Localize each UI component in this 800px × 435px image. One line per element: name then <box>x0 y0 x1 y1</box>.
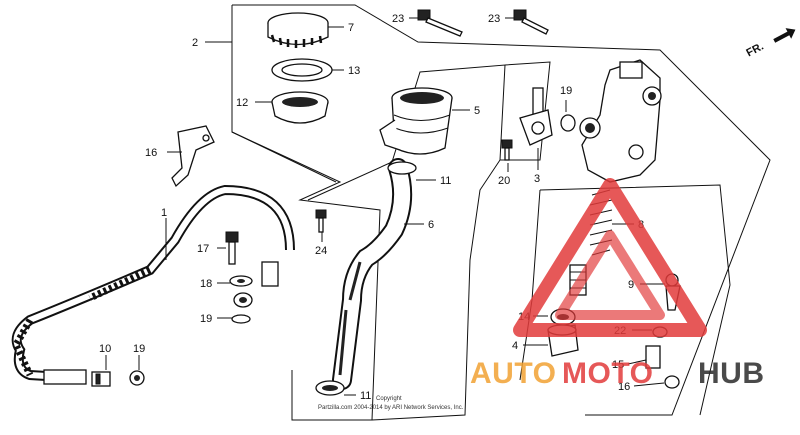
reservoir-hose <box>315 158 417 396</box>
leader-lines <box>105 17 665 396</box>
sealing-washer-upper <box>229 275 253 287</box>
front-direction-indicator: FR. <box>744 28 796 60</box>
arrow-icon <box>773 28 796 43</box>
reservoir-diaphragm <box>271 91 329 124</box>
label-18: 17 <box>197 243 209 255</box>
joint-15 <box>645 345 661 369</box>
reservoir-cap <box>267 12 329 48</box>
label-13: 13 <box>348 65 360 77</box>
label-21: 20 <box>498 175 510 187</box>
label-23-right: 23 <box>488 13 500 25</box>
watermark: AUTO MOTO HUB <box>470 178 765 390</box>
banjo-bolt <box>225 231 239 265</box>
copyright-line: Partzilla.com 2004-2014 by ARI Network S… <box>318 405 464 411</box>
label-19-lower: 19 <box>200 313 212 325</box>
brake-hose <box>11 184 295 385</box>
label-19-upper: 18 <box>200 278 212 290</box>
screw-24 <box>315 209 327 233</box>
label-7: 7 <box>348 22 354 34</box>
copyright-label: Copyright <box>376 396 402 402</box>
reservoir-plate <box>271 58 333 82</box>
sealing-washer-lower <box>231 314 251 324</box>
label-11-top: 11 <box>440 175 451 187</box>
copyright-block: Copyright Partzilla.com 2004-2014 by ARI… <box>318 396 464 411</box>
screw-21 <box>501 139 513 161</box>
label-1: 1 <box>161 207 167 219</box>
direction-label: FR. <box>744 41 765 60</box>
label-6: 6 <box>428 219 434 231</box>
label-23-left: 23 <box>392 13 404 25</box>
label-17: 16 <box>145 147 157 159</box>
label-3: 3 <box>534 173 540 185</box>
label-24: 24 <box>315 245 327 257</box>
reservoir <box>379 87 453 155</box>
label-10: 10 <box>99 343 111 355</box>
label-4: 4 <box>512 340 518 352</box>
watermark-triangle-icon <box>513 178 707 337</box>
master-cylinder <box>579 59 662 183</box>
label-16: 16 <box>618 381 630 393</box>
bolt-23-right <box>513 9 549 35</box>
label-2: 2 <box>192 37 198 49</box>
label-12: 12 <box>236 97 248 109</box>
nut-16 <box>664 375 680 389</box>
o-ring-20 <box>560 114 576 132</box>
bleeder-fitting-10 <box>91 371 111 387</box>
bolt-23-left <box>417 9 463 37</box>
watermark-auto: AUTO <box>470 357 556 390</box>
label-9: 9 <box>628 279 634 291</box>
label-20: 19 <box>560 85 572 97</box>
watermark-moto: MOTO <box>562 357 653 390</box>
label-15: 15 <box>612 359 624 371</box>
label-5: 5 <box>474 105 480 117</box>
label-11-bottom: 11 <box>360 390 371 402</box>
part-labels: 2 7 13 12 5 11 6 11 16 1 17 18 19 10 19 … <box>99 13 644 402</box>
label-19-bottom: 19 <box>133 343 145 355</box>
washer-19-bottom <box>129 370 145 386</box>
sealing-washer-mid <box>233 292 253 308</box>
hose-bracket <box>171 125 215 188</box>
reservoir-joint <box>519 87 553 146</box>
watermark-hub: HUB <box>698 357 765 390</box>
